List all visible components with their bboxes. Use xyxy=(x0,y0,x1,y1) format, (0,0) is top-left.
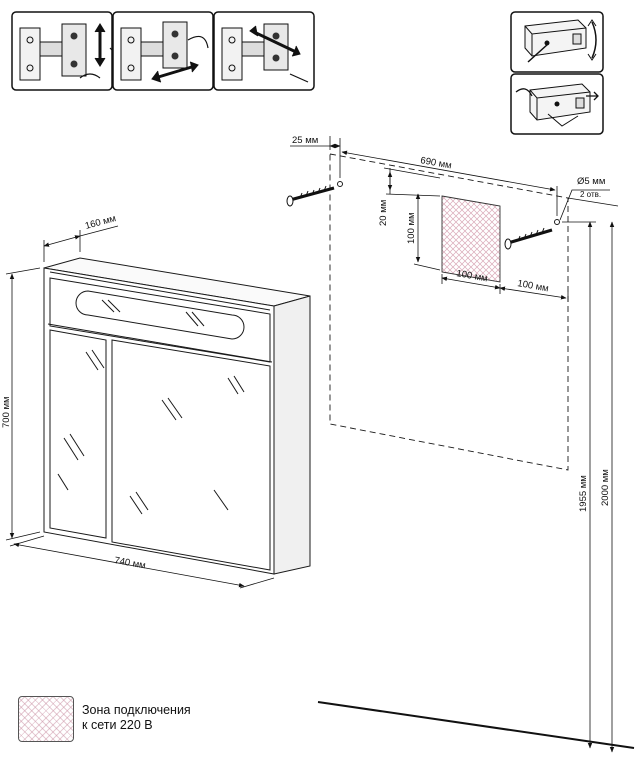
dim-width xyxy=(9,535,275,589)
dim-depth-label: 160 мм xyxy=(84,213,117,232)
hinge-step-2 xyxy=(112,11,214,91)
dim-offset-top-label: 25 мм xyxy=(292,135,318,146)
hinge-step-1 xyxy=(11,11,123,91)
hinge-side-adjust-icon xyxy=(120,21,209,83)
legend-line-1: Зона подключения xyxy=(82,703,191,717)
hinge-step-3 xyxy=(213,11,315,91)
hinge-height-adjust-icon xyxy=(19,23,123,81)
dim-zone-width-label: 100 мм xyxy=(455,268,488,284)
dim-zone-offset-top-label: 20 мм xyxy=(378,200,389,226)
dim-zone-height-label: 100 мм xyxy=(406,212,417,244)
dim-hole-diameter-label: Ø5 мм xyxy=(577,176,605,187)
dim-hole-height-from-floor-label: 1955 мм xyxy=(578,475,589,512)
dim-hole-diameter xyxy=(559,189,610,221)
dim-offset-top xyxy=(290,136,341,178)
dim-hole-spacing-label: 690 мм xyxy=(419,155,452,171)
floor-line xyxy=(317,701,635,749)
mounting-step-2 xyxy=(510,73,604,135)
mounting-step-1 xyxy=(510,11,604,73)
dim-hole-spacing xyxy=(341,150,558,216)
wall-layout xyxy=(329,153,569,471)
dim-height xyxy=(5,267,41,541)
connection-zone-swatch xyxy=(18,696,74,742)
dim-zone-offset-top xyxy=(383,167,441,197)
hanger-adjust-depth-icon xyxy=(515,83,599,127)
dim-cabinet-top-from-floor xyxy=(567,197,619,753)
screw-right xyxy=(504,227,553,250)
dim-cabinet-top-from-floor-label: 2000 мм xyxy=(600,469,611,506)
legend-line-2: к сети 220 В xyxy=(82,718,153,732)
dim-width-label: 740 мм xyxy=(113,555,146,571)
legend-label: Зона подключения к сети 220 В xyxy=(82,703,191,733)
dim-zone-offset-right-label: 100 мм xyxy=(516,278,549,294)
dim-height-label: 700 мм xyxy=(1,396,12,428)
hanger-adjust-vertical-icon xyxy=(524,19,597,63)
hinge-depth-adjust-icon xyxy=(221,23,309,83)
dim-depth xyxy=(43,225,119,262)
screw-left xyxy=(286,185,335,207)
legend: Зона подключения к сети 220 В xyxy=(18,694,268,744)
mirror-cabinet xyxy=(43,257,311,575)
dim-hole-count-label: 2 отв. xyxy=(580,190,601,199)
dim-zone-offset-right xyxy=(499,286,569,302)
dim-hole-height-from-floor xyxy=(562,221,596,749)
dim-zone-height xyxy=(413,193,441,271)
